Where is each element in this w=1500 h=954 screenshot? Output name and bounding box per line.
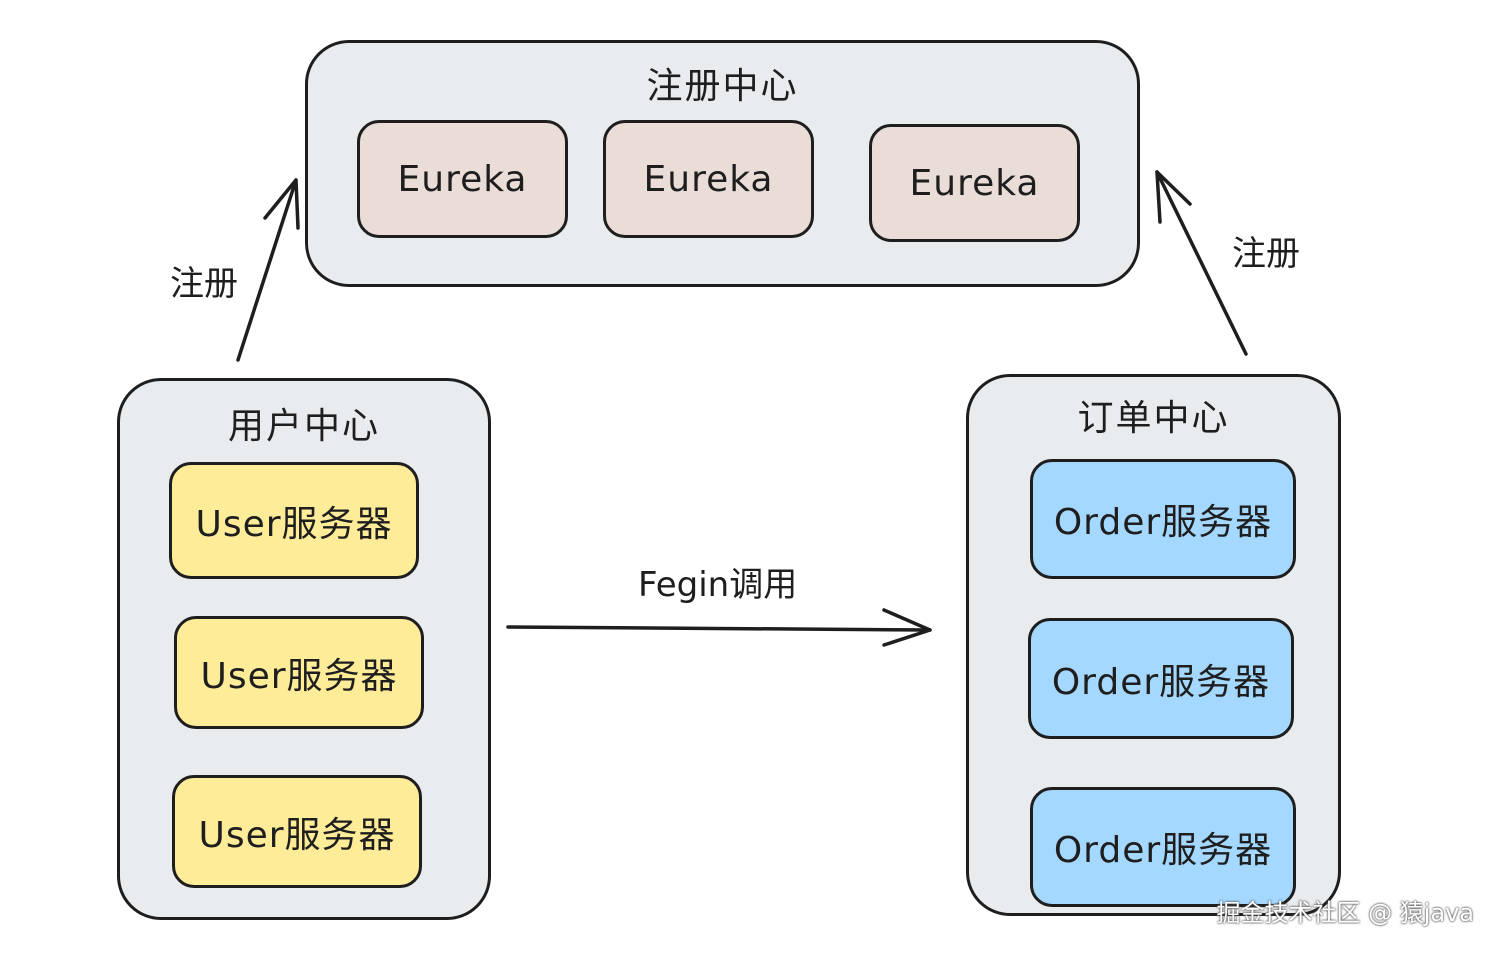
feign-call-arrowhead (882, 608, 932, 647)
order-register-label: 注册 (1232, 234, 1300, 274)
user-center-group: 用户中心 User服务器 User服务器 User服务器 (117, 378, 491, 920)
feign-call-label: Fegin调用 (638, 565, 798, 605)
order-center-group: 订单中心 Order服务器 Order服务器 Order服务器 (966, 374, 1341, 916)
order-server-node: Order服务器 (1028, 618, 1294, 739)
order-center-title: 订单中心 (1077, 398, 1230, 439)
order-register-arrowhead (1155, 170, 1192, 224)
user-server-node: User服务器 (172, 775, 422, 888)
eureka-node: Eureka (869, 124, 1080, 242)
user-server-node: User服务器 (174, 616, 424, 729)
user-server-node: User服务器 (169, 462, 419, 579)
watermark: 掘金技术社区 @ 猿java (1216, 899, 1474, 927)
order-register-arrow (1155, 170, 1248, 356)
user-register-arrow (236, 178, 298, 362)
feign-call-arrow (506, 625, 932, 632)
registry-group: 注册中心 Eureka Eureka Eureka (305, 40, 1140, 287)
user-register-label: 注册 (170, 264, 238, 304)
eureka-node: Eureka (357, 120, 568, 238)
order-server-node: Order服务器 (1030, 459, 1296, 579)
order-server-node: Order服务器 (1030, 787, 1296, 907)
user-register-arrowhead (263, 178, 300, 230)
eureka-node: Eureka (603, 120, 814, 238)
user-center-title: 用户中心 (227, 406, 380, 447)
registry-title: 注册中心 (646, 66, 799, 107)
